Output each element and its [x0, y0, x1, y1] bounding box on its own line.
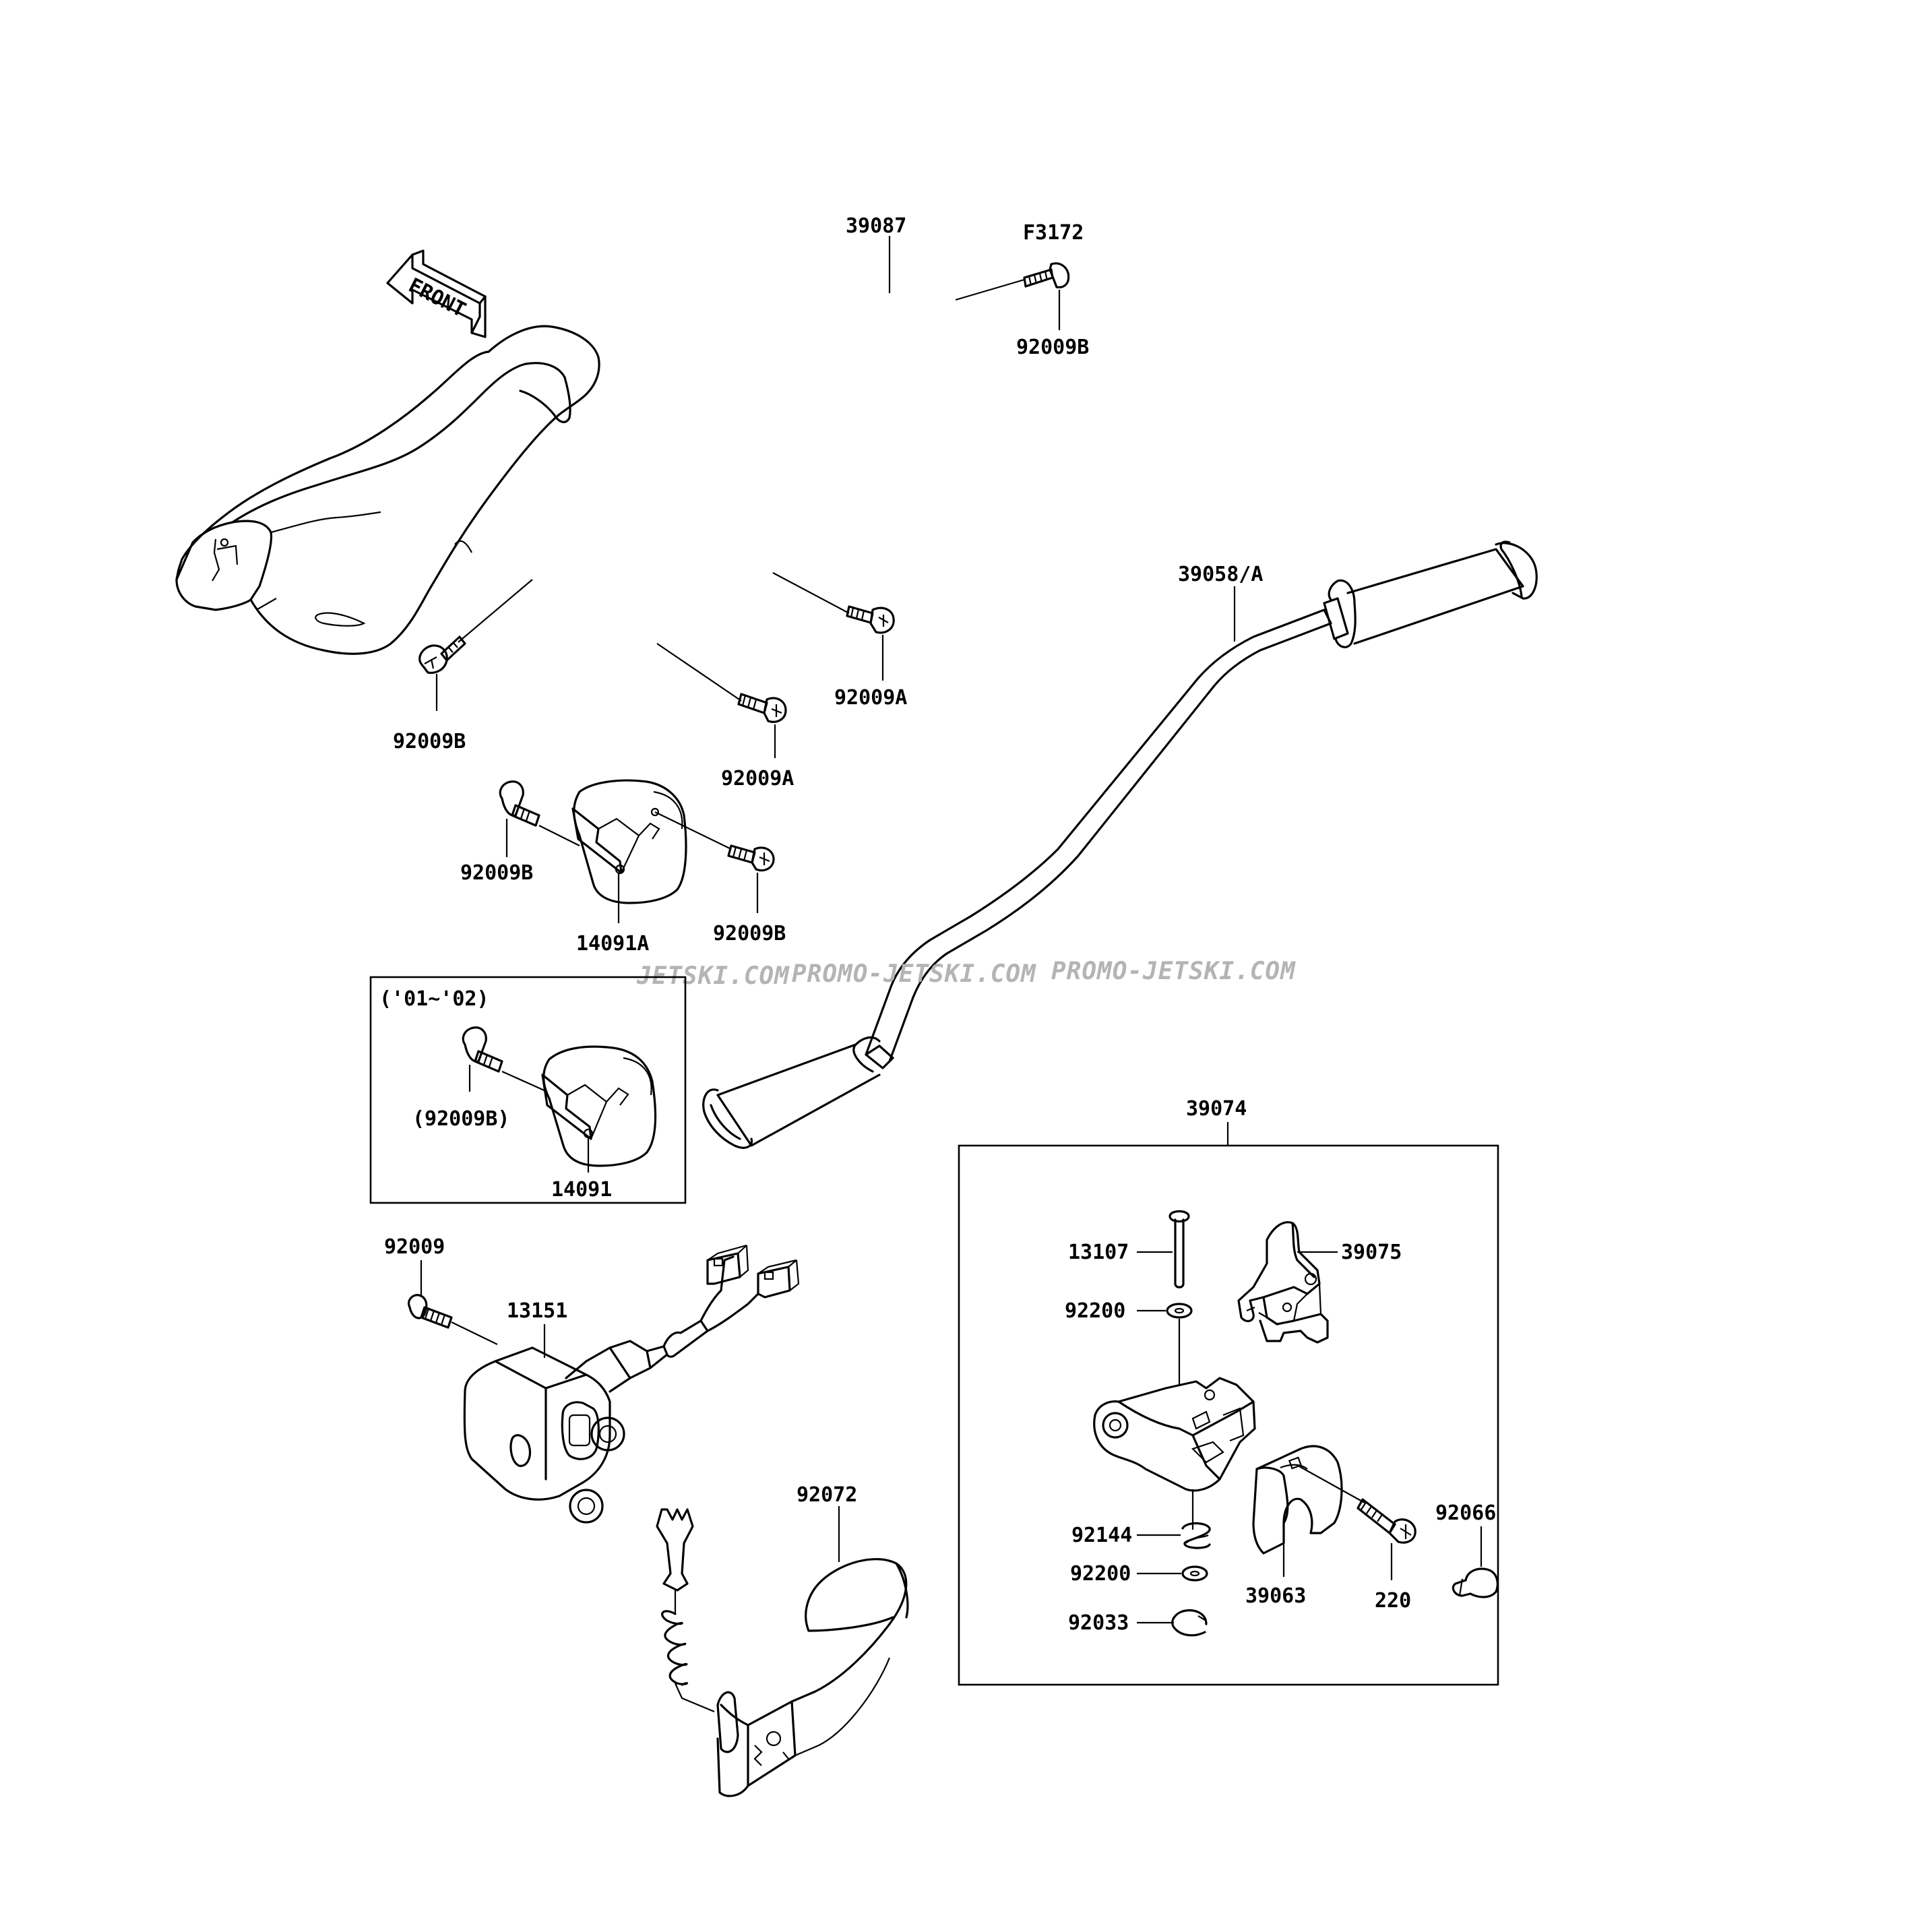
lanyard-92072 — [656, 1508, 909, 1797]
watermark-3: PROMO-JETSKI.COM — [1051, 958, 1296, 985]
label-92009: 92009 — [384, 1235, 445, 1259]
label-39087: 39087 — [846, 214, 906, 238]
label-92009A-right: 92009A — [834, 686, 907, 710]
bracket-39075 — [1237, 1221, 1338, 1344]
switch-cover-14091A — [571, 779, 687, 904]
screw-92009B-left — [418, 579, 533, 711]
screw-92009 — [408, 1260, 498, 1345]
throttle-lever-body — [1093, 1319, 1256, 1530]
label-92200-a: 92200 — [1065, 1299, 1125, 1323]
inset-box-01-02 — [369, 976, 687, 1204]
cap-92066 — [1452, 1526, 1499, 1598]
label-92009B-a: 92009B — [460, 861, 533, 885]
label-92066: 92066 — [1435, 1501, 1496, 1525]
label-220: 220 — [1375, 1589, 1411, 1613]
spring-92144 — [1137, 1522, 1211, 1549]
cover-39063 — [1252, 1445, 1343, 1577]
label-13107: 13107 — [1068, 1241, 1129, 1264]
label-92009B-top: 92009B — [1016, 336, 1089, 359]
label-39063: 39063 — [1245, 1584, 1306, 1608]
label-92009B-left: 92009B — [393, 730, 466, 753]
start-stop-switch-13151 — [463, 1244, 800, 1524]
screw-92009A-right — [772, 572, 895, 681]
watermark-1: JETSKI.COM — [636, 962, 790, 990]
handlebar-39058A — [702, 540, 1538, 1149]
screw-92009B-b — [654, 811, 775, 913]
handlebar-cover-39087 — [175, 325, 600, 655]
screw-92009B-top — [955, 262, 1070, 330]
label-14091A: 14091A — [576, 932, 649, 956]
inset-note: ('01~'02) — [379, 987, 489, 1011]
label-92009B-b: 92009B — [713, 922, 786, 945]
label-92200-b: 92200 — [1070, 1562, 1131, 1586]
washer-92200-b — [1137, 1565, 1208, 1582]
figure-code: F3172 — [1023, 221, 1084, 245]
label-92072: 92072 — [797, 1483, 857, 1507]
label-14091: 14091 — [551, 1178, 612, 1202]
label-92144: 92144 — [1071, 1524, 1132, 1547]
front-arrow-icon: FRONT — [386, 249, 487, 338]
label-39074: 39074 — [1186, 1097, 1247, 1121]
label-13151: 13151 — [507, 1299, 567, 1323]
screw-92009A-mid — [656, 643, 787, 758]
switch-cover-14091 — [541, 1045, 657, 1167]
label-39058A: 39058/A — [1178, 563, 1263, 586]
label-92033: 92033 — [1068, 1611, 1129, 1635]
screw-92009B-a — [499, 780, 580, 857]
clip-92033 — [1137, 1609, 1208, 1637]
washer-92200-a — [1137, 1303, 1193, 1319]
pin-13107 — [1137, 1210, 1190, 1288]
watermark-2: PROMO-JETSKI.COM — [792, 960, 1036, 988]
throttle-assembly-box-39074 — [958, 1144, 1499, 1686]
label-92009A-mid: 92009A — [721, 767, 794, 790]
screw-220 — [1299, 1466, 1416, 1580]
label-92009B-paren: (92009B) — [412, 1107, 510, 1131]
label-39075: 39075 — [1341, 1241, 1402, 1264]
screw-92009B-inset — [462, 1026, 548, 1093]
